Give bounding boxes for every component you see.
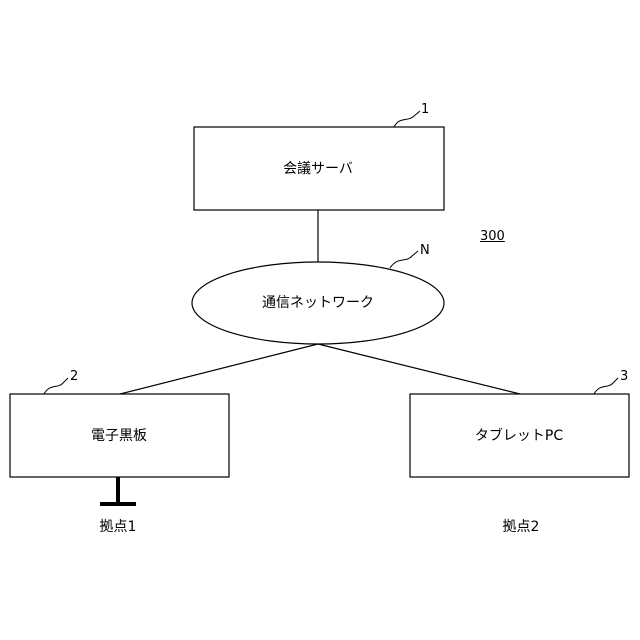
network-label: 通信ネットワーク (262, 295, 374, 311)
system-ref: 300 (480, 229, 505, 245)
site2-label: 拠点2 (503, 519, 540, 535)
network-ref-leader (390, 251, 418, 268)
server-ref-leader (394, 111, 420, 127)
server-label: 会議サーバ (283, 161, 353, 177)
tablet-label: タブレットPC (475, 428, 563, 444)
tablet-ref: 3 (620, 369, 628, 385)
network-tablet-link (318, 344, 520, 394)
network-whiteboard-link (120, 344, 318, 394)
tablet-ref-leader (594, 378, 618, 394)
site1-label: 拠点1 (100, 519, 137, 535)
whiteboard-ref-leader (44, 378, 68, 394)
server-ref: 1 (421, 102, 429, 118)
network-ref: N (420, 243, 430, 259)
whiteboard-label: 電子黒板 (91, 428, 147, 444)
whiteboard-ref: 2 (70, 369, 78, 385)
